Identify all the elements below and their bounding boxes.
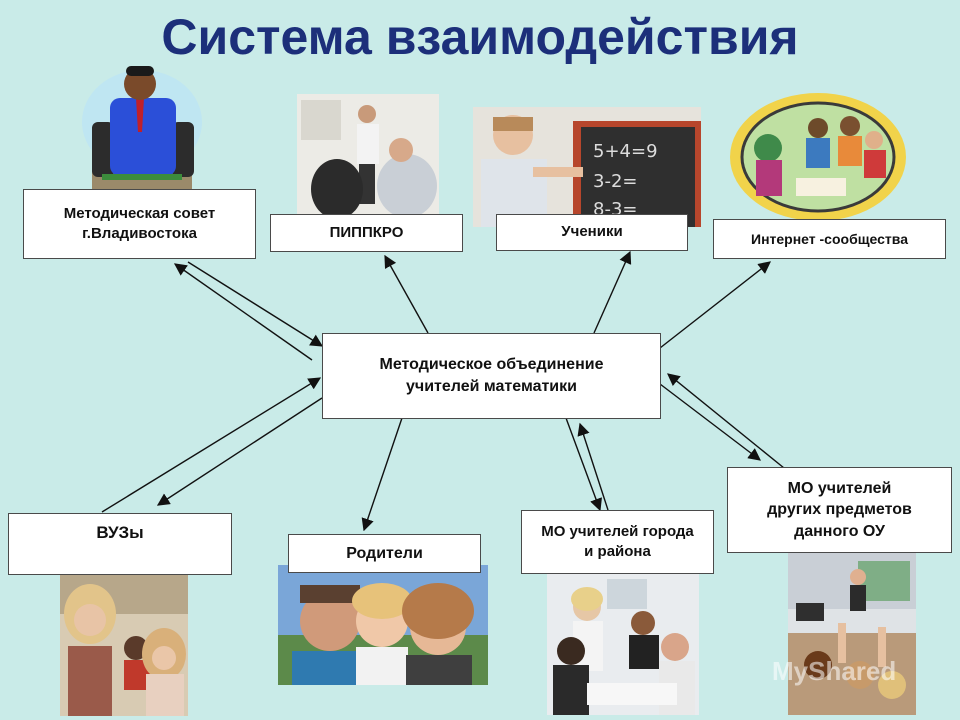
- node-ucheniki-label: Ученики: [561, 223, 623, 241]
- family-photo: [278, 565, 488, 685]
- official-clipart-image: [62, 62, 212, 190]
- community-stained-glass-image: [726, 90, 910, 224]
- node-mo-goroda-line2: и района: [584, 543, 651, 560]
- arrow-mo-predmetov-to-center: [667, 373, 785, 469]
- node-mo-predmetov: МО учителей других предметов данного ОУ: [727, 467, 952, 553]
- watermark: MyShared: [772, 656, 897, 686]
- arrow-center-to-vuzy: [156, 397, 323, 506]
- node-ucheniki: Ученики: [496, 214, 688, 251]
- arrow-sovet-to-center: [187, 261, 324, 347]
- arrow-vuzy-to-center: [101, 377, 322, 513]
- node-internet-label: Интернет -сообщества: [751, 230, 908, 247]
- student-blackboard-photo: 5+4=9 3-2= 8-3=: [473, 107, 701, 227]
- node-metod-sovet: Методическая совет г.Владивостока: [23, 189, 256, 259]
- node-mo-predmetov-line3: данного ОУ: [794, 522, 885, 540]
- node-center-line1: Методическое объединение: [379, 356, 604, 374]
- arrow-center-to-mo-goroda: [565, 417, 602, 512]
- arrow-center-to-mo-predmetov: [659, 383, 762, 461]
- classroom-lecture-photo: [297, 94, 439, 216]
- node-internet: Интернет -сообщества: [713, 219, 946, 259]
- node-center: Методическое объединение учителей матема…: [322, 333, 661, 419]
- svg-text:3-2=: 3-2=: [593, 171, 637, 192]
- classroom-hands-raised-photo: [788, 553, 916, 715]
- node-pipkro-label: ПИППКРО: [329, 223, 404, 241]
- arrow-center-to-roditeli: [361, 417, 403, 532]
- arrow-center-to-sovet: [173, 263, 313, 361]
- teachers-meeting-photo: [547, 573, 699, 715]
- node-vuzy: ВУЗы: [8, 513, 232, 575]
- node-metod-sovet-line1: Методическая совет: [63, 204, 216, 222]
- node-mo-predmetov-line2: других предметов: [767, 501, 912, 519]
- arrow-center-to-internet: [659, 261, 771, 349]
- node-roditeli-label: Родители: [346, 544, 423, 562]
- arrow-mo-goroda-to-center: [577, 422, 609, 511]
- node-mo-goroda: МО учителей города и района: [521, 510, 714, 574]
- arrow-center-to-ucheniki: [593, 250, 632, 334]
- arrow-center-to-pipkro: [384, 254, 429, 334]
- node-pipkro: ПИППКРО: [270, 214, 463, 252]
- page-title: Система взаимодействия: [161, 9, 799, 65]
- node-mo-predmetov-line1: МО учителей: [787, 479, 892, 497]
- node-metod-sovet-line2: г.Владивостока: [82, 225, 197, 242]
- university-students-photo: [60, 574, 188, 716]
- node-vuzy-label: ВУЗы: [96, 523, 144, 542]
- node-center-line2: учителей математики: [406, 378, 577, 395]
- node-roditeli: Родители: [288, 534, 481, 573]
- svg-text:5+4=9: 5+4=9: [593, 141, 658, 162]
- node-mo-goroda-line1: МО учителей города: [541, 522, 694, 540]
